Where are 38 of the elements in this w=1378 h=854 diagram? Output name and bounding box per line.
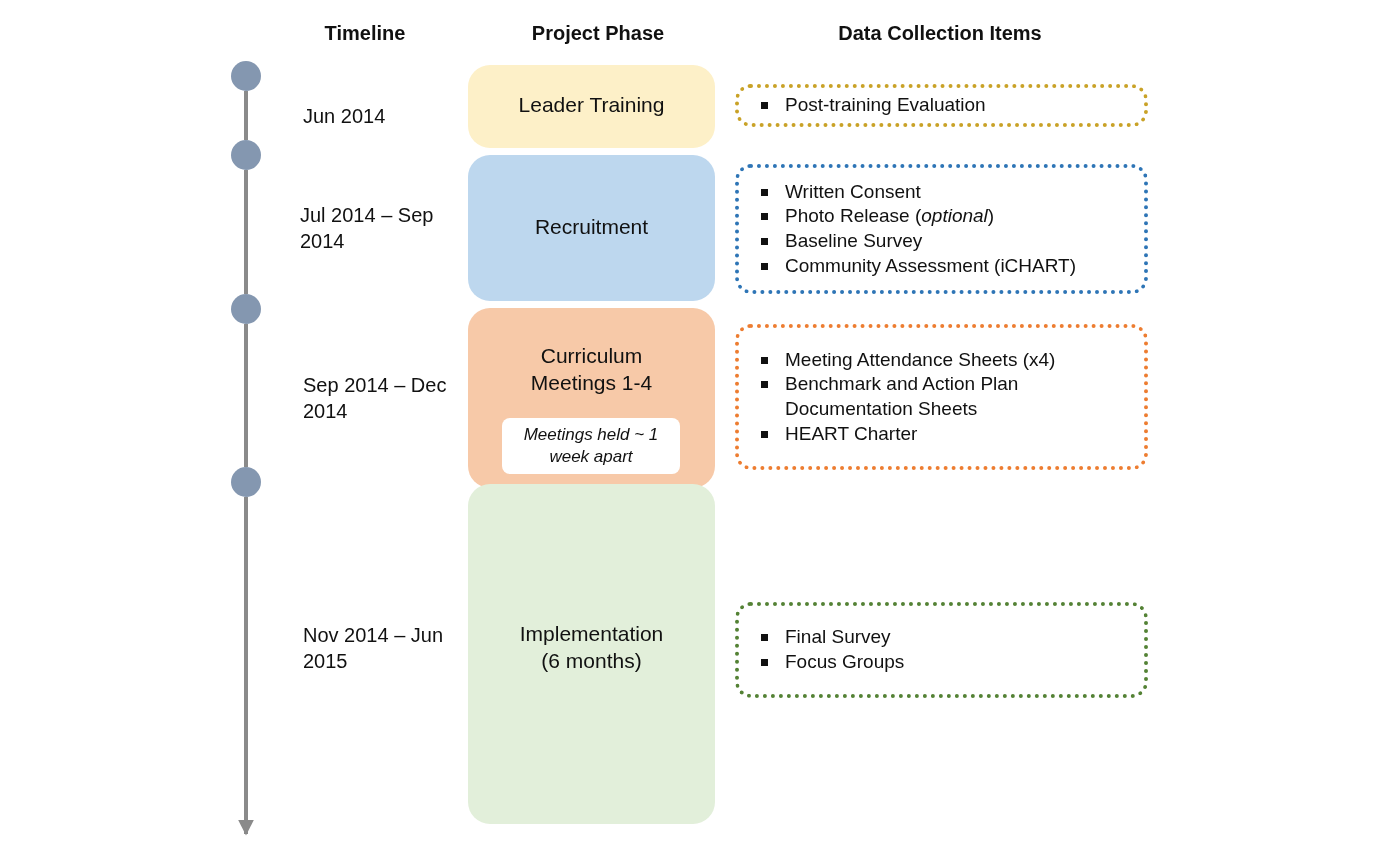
data-items-box [735,602,1148,698]
bullet-item: Baseline Survey [759,229,1128,254]
phase-label: Recruitment [534,214,649,240]
data-items-box [735,164,1148,294]
timeline-line [244,324,248,467]
bullet-item: Final Survey [759,625,1128,650]
bullet-item: HEART Charter [759,421,1128,447]
data-items-box [735,324,1148,470]
timeline-dot [231,140,261,170]
date-label: Sep 2014 – Dec 2014 [303,373,448,424]
column-heading: Project Phase [530,22,666,45]
data-items-box [735,84,1148,127]
timeline-arrow [238,497,254,836]
phase-box [468,484,715,824]
bullet-item: Written Consent [759,179,1128,205]
date-label: Nov 2014 – Jun 2015 [303,623,445,674]
bullet-item: Focus Groups [759,650,1128,675]
date-label: Jun 2014 [303,104,387,129]
bullet-item: Meeting Attendance Sheets (x4) [759,347,1128,373]
bullet-item: Benchmark and Action Plan Documentation Sheets [759,372,1128,422]
bullet-item: Post-training Evaluation [759,93,1128,118]
note-box: Meetings held ~ 1 week apart [502,418,680,474]
timeline-dot [231,61,261,91]
column-heading: Data Collection Items [837,22,1043,45]
timeline-line [244,91,248,140]
date-label: Jul 2014 – Sep 2014 [300,203,435,254]
column-heading: Timeline [323,22,407,45]
bullet-item: Photo Release (optional) [759,204,1128,229]
phase-label: Implementation (6 months) [518,621,665,675]
phase-box [468,308,715,488]
phase-label: Leader Training [518,92,665,118]
bullet-item: Community Assessment (iCHART) [759,253,1128,279]
timeline-dot [231,294,261,324]
timeline-line [244,170,248,294]
phase-label: Curriculum Meetings 1-4 [529,343,654,397]
timeline-dot [231,467,261,497]
phase-box [468,65,715,148]
phase-box [468,155,715,301]
